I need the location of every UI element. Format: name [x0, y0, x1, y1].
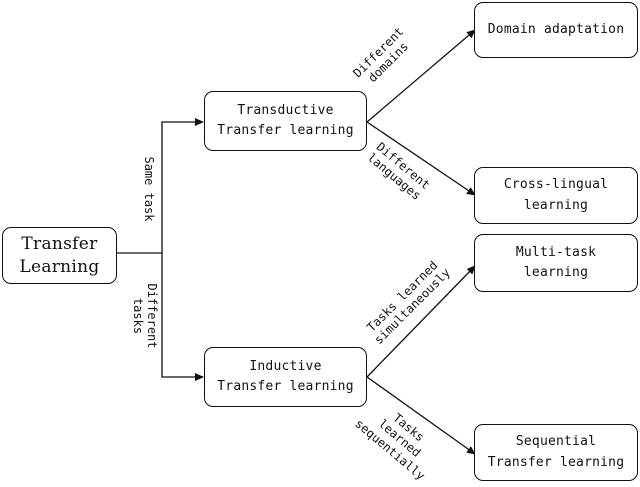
node-transfer-learning: Transfer Learning	[2, 227, 117, 284]
node-label: Multi-task learning	[515, 244, 597, 280]
edge-label-same-task: Same task	[142, 156, 156, 222]
node-label: Transductive Transfer learning	[217, 102, 354, 138]
edge-root-to-transductive	[161, 118, 204, 253]
node-domain-adaptation: Domain adaptation	[474, 2, 638, 58]
node-label: Domain adaptation	[487, 21, 625, 37]
node-label: Transfer Learning	[19, 233, 100, 277]
node-label: Cross-lingual learning	[503, 177, 609, 213]
edge-inductive-to-sequential	[366, 376, 476, 455]
node-cross-lingual-learning: Cross-lingual learning	[474, 167, 638, 224]
edge-transductive-to-crosslingual	[366, 121, 476, 196]
edge-label-different-tasks: Different tasks	[130, 283, 159, 349]
node-label: Sequential Transfer learning	[487, 434, 625, 470]
edge-root-to-inductive	[161, 253, 204, 381]
node-sequential-transfer-learning: Sequential Transfer learning	[474, 424, 638, 481]
node-label: Inductive Transfer learning	[217, 358, 354, 394]
node-multi-task-learning: Multi-task learning	[474, 234, 638, 292]
node-inductive-transfer-learning: Inductive Transfer learning	[204, 347, 367, 407]
edge-transductive-to-domain	[366, 29, 476, 123]
node-transductive-transfer-learning: Transductive Transfer learning	[204, 91, 367, 151]
edge-inductive-to-multitask	[366, 265, 476, 378]
